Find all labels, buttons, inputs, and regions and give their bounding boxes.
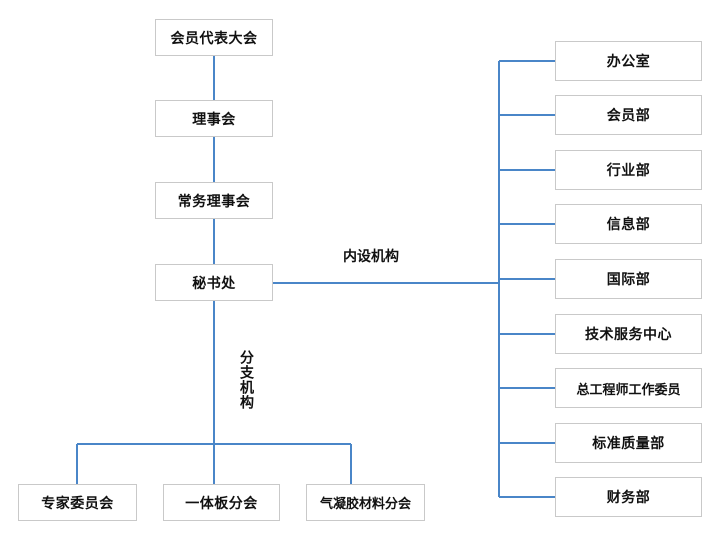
node-standing-council[interactable]: 常务理事会 <box>155 182 273 219</box>
node-label: 气凝胶材料分会 <box>319 496 411 511</box>
node-international[interactable]: 国际部 <box>555 259 702 299</box>
node-label: 会员代表大会 <box>170 29 258 46</box>
node-standards-quality[interactable]: 标准质量部 <box>555 423 702 463</box>
node-chief-engineer-committee[interactable]: 总工程师工作委员 <box>555 368 702 408</box>
node-office[interactable]: 办公室 <box>555 41 702 81</box>
node-label: 理事会 <box>192 110 236 127</box>
node-tech-service-center[interactable]: 技术服务中心 <box>555 314 702 354</box>
node-council[interactable]: 理事会 <box>155 100 273 137</box>
node-label: 财务部 <box>606 489 651 505</box>
node-finance[interactable]: 财务部 <box>555 477 702 517</box>
node-integrated-board-branch[interactable]: 一体板分会 <box>163 484 280 521</box>
node-information[interactable]: 信息部 <box>555 204 702 244</box>
node-industry[interactable]: 行业部 <box>555 150 702 190</box>
node-label: 行业部 <box>606 162 651 178</box>
node-label: 常务理事会 <box>177 192 251 209</box>
node-label: 国际部 <box>606 271 651 287</box>
node-members-congress[interactable]: 会员代表大会 <box>155 19 273 56</box>
node-label: 办公室 <box>606 53 651 69</box>
node-membership[interactable]: 会员部 <box>555 95 702 135</box>
node-label: 专家委员会 <box>41 494 114 511</box>
label-branch-organizations: 分支机构 <box>239 350 255 410</box>
label-internal-departments: 内设机构 <box>343 248 399 264</box>
node-label: 秘书处 <box>192 274 236 291</box>
node-label: 一体板分会 <box>185 494 258 511</box>
node-label: 技术服务中心 <box>585 326 672 342</box>
node-label: 会员部 <box>606 107 651 123</box>
node-label: 信息部 <box>606 216 651 232</box>
node-secretariat[interactable]: 秘书处 <box>155 264 273 301</box>
node-label: 总工程师工作委员 <box>576 381 681 397</box>
node-expert-committee[interactable]: 专家委员会 <box>18 484 137 521</box>
node-aerogel-material-branch[interactable]: 气凝胶材料分会 <box>306 484 425 521</box>
node-label: 标准质量部 <box>592 435 665 451</box>
